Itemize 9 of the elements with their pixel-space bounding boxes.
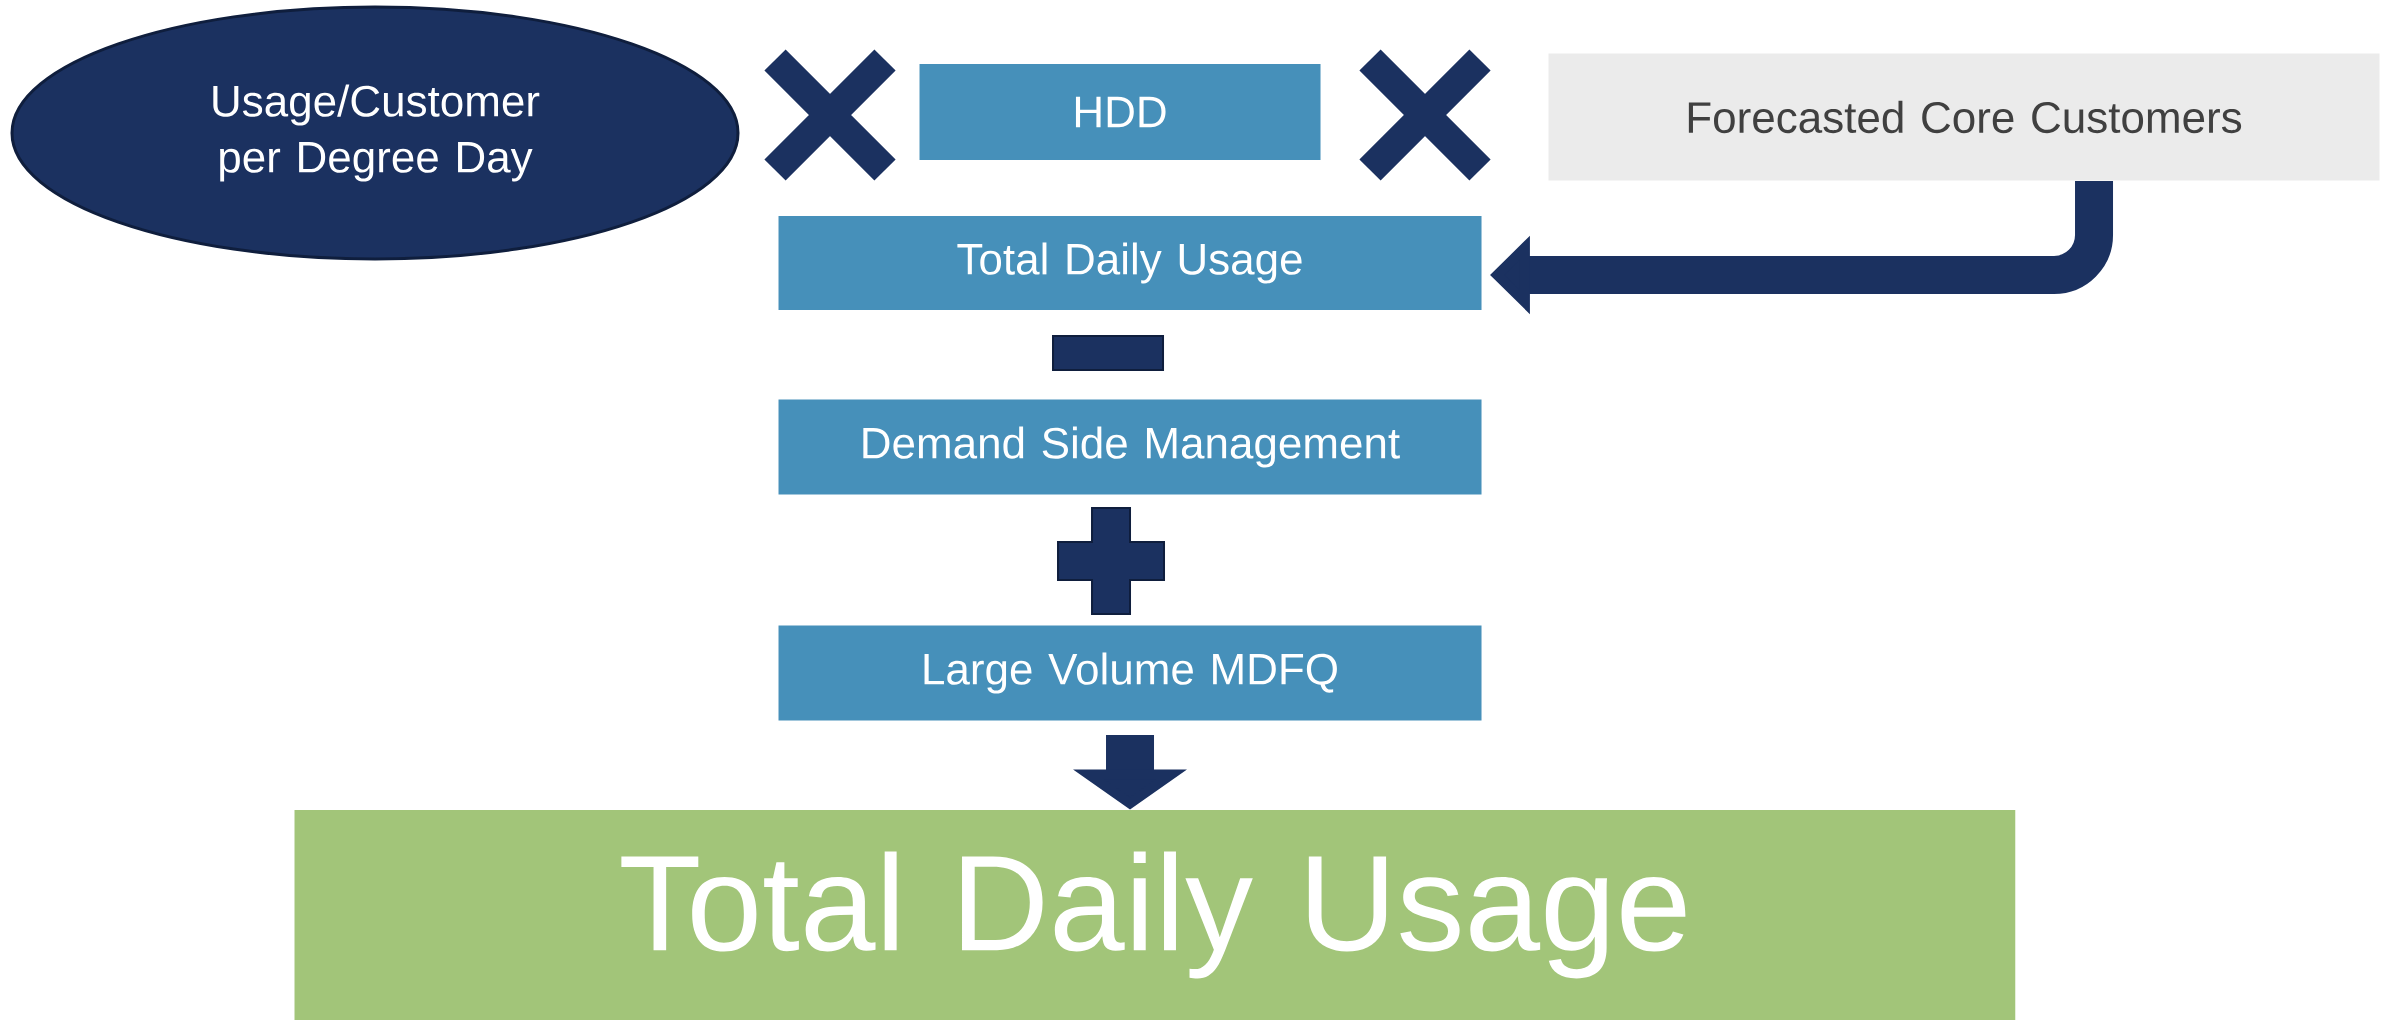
process-box: Large Volume MDFQ bbox=[778, 625, 1482, 721]
result-box: Total Daily Usage bbox=[294, 810, 2016, 1020]
process-box: HDD bbox=[919, 64, 1321, 160]
minus-sign bbox=[1052, 335, 1164, 371]
process-box: Total Daily Usage bbox=[778, 216, 1482, 310]
oval-node: Usage/Customer per Degree Day bbox=[10, 5, 740, 261]
input-box: Forecasted Core Customers bbox=[1548, 53, 2380, 181]
process-box: Demand Side Management bbox=[778, 399, 1482, 495]
plus-sign bbox=[1057, 507, 1165, 615]
